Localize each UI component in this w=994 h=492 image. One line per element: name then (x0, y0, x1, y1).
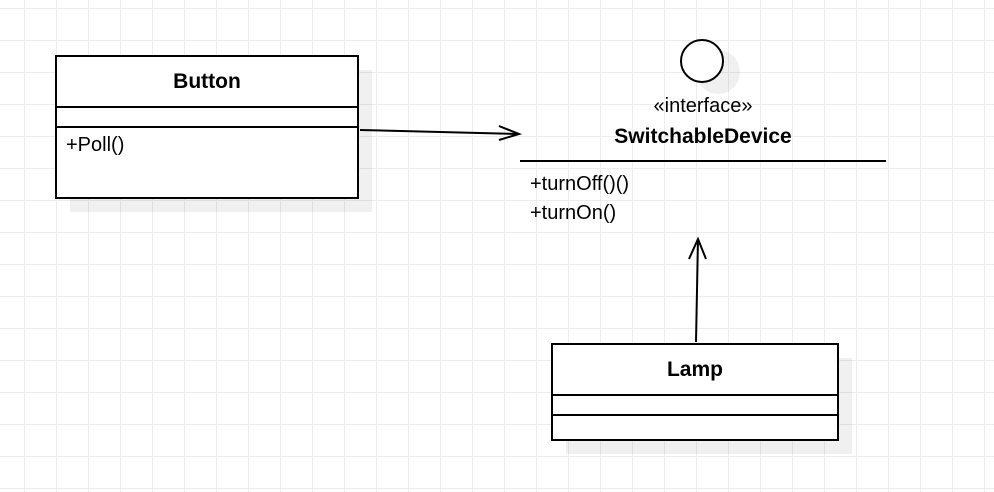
realization-arrowhead-icon (688, 236, 707, 260)
association-arrowhead-icon (498, 125, 523, 141)
lamp-class-name: Lamp (553, 345, 837, 396)
lamp-class-attributes (553, 396, 837, 416)
interface-stereotype: «interface» (653, 95, 753, 117)
interface-name[interactable]: SwitchableDevice (614, 125, 792, 148)
button-to-interface-association[interactable] (359, 125, 523, 141)
realization-line (695, 238, 699, 343)
lamp-to-interface-realization[interactable] (688, 236, 707, 343)
button-class-name: Button (57, 57, 357, 108)
association-line (359, 129, 520, 135)
button-class-attributes (57, 108, 357, 128)
button-class[interactable]: Button +Poll() (55, 55, 359, 199)
interface-operation-turnon: +turnOn() (530, 202, 617, 224)
button-operation-poll: +Poll() (66, 134, 125, 156)
button-class-operations: +Poll() (57, 128, 357, 157)
lamp-class[interactable]: Lamp (551, 343, 839, 441)
interface-circle-icon (680, 39, 724, 83)
interface-divider (520, 160, 886, 162)
interface-operation-turnoff: +turnOff()() (530, 173, 630, 195)
